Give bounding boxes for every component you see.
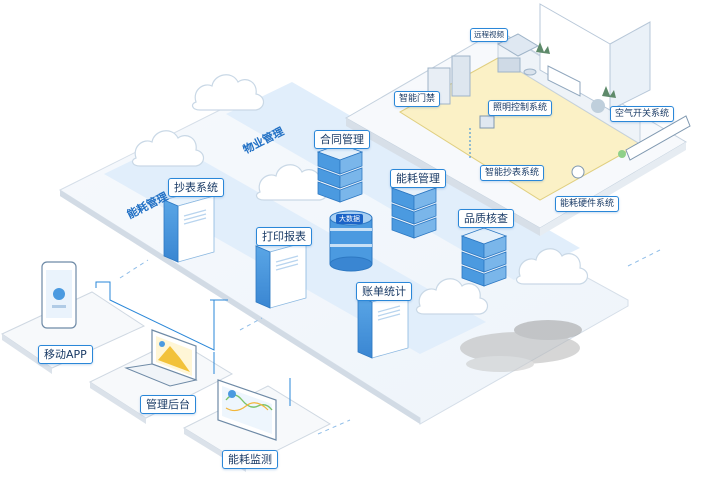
contract-label: 合同管理	[314, 130, 370, 149]
meter-server-icon	[163, 189, 215, 263]
meter-label: 抄表系统	[168, 178, 224, 197]
hardware-label: 能耗硬件系统	[555, 196, 620, 212]
database-cylinder-icon	[329, 210, 373, 272]
energy-label: 能耗管理	[390, 169, 446, 188]
cloud-icon	[191, 74, 265, 111]
aircon-label: 空气开关系统	[610, 106, 675, 122]
print-label: 打印报表	[256, 227, 312, 246]
mobile-phone-icon	[41, 261, 77, 329]
smart-meter-label: 智能抄表系统	[480, 165, 545, 181]
contract-stack-icon	[317, 143, 363, 203]
print-server-icon	[255, 235, 307, 309]
quality-stack-icon	[461, 227, 507, 287]
laptop-icon	[124, 329, 198, 387]
remote-video-label: 远程视频	[470, 28, 508, 42]
monitor-icon	[217, 379, 277, 441]
energy-stack-icon	[391, 179, 437, 239]
bigdata-badge: 大数据	[336, 214, 363, 224]
bill-label: 账单统计	[356, 282, 412, 301]
building-room	[344, 3, 691, 236]
lighting-label: 照明控制系统	[488, 100, 553, 116]
access-label: 智能门禁	[394, 91, 441, 107]
quality-label: 品质核查	[458, 209, 514, 228]
connection-lines	[95, 249, 661, 435]
blurred-region	[460, 320, 582, 372]
monitor-label: 能耗监测	[222, 450, 278, 469]
mobile-app-label: 移动APP	[38, 345, 93, 364]
admin-label: 管理后台	[140, 395, 196, 414]
